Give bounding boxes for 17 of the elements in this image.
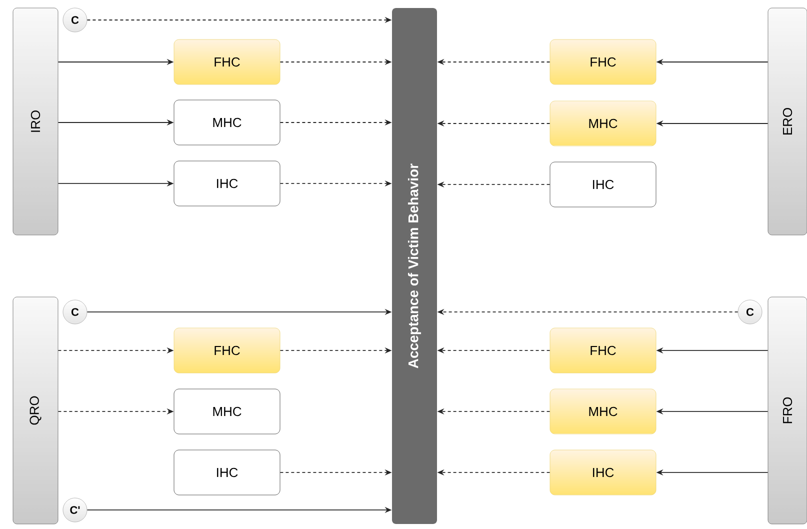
process-box: FHC: [174, 39, 280, 85]
process-box: FHC: [174, 328, 280, 374]
process-box: IHC: [174, 450, 280, 496]
process-box: IHC: [550, 162, 656, 208]
side-bar: IRO: [12, 8, 58, 236]
process-box: IHC: [550, 450, 656, 496]
central-bar: Acceptance of Victim Behavior: [392, 8, 437, 524]
side-bar: FRO: [768, 296, 807, 524]
process-box: MHC: [174, 388, 280, 434]
process-box: FHC: [550, 328, 656, 374]
process-box: MHC: [550, 388, 656, 434]
side-bar: ERO: [768, 8, 807, 236]
process-box: FHC: [550, 39, 656, 85]
process-box: MHC: [174, 100, 280, 146]
side-bar: QRO: [12, 296, 58, 524]
process-box: MHC: [550, 100, 656, 146]
process-box: IHC: [174, 160, 280, 206]
